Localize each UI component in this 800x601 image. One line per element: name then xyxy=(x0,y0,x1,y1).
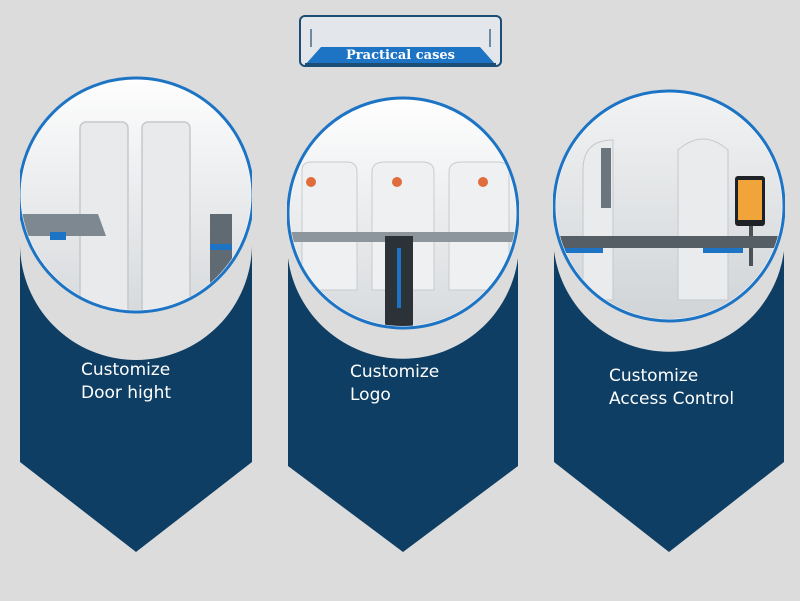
header-title: Practical cases xyxy=(346,48,455,63)
logo-gate-photo xyxy=(287,96,519,552)
case-title-line1: Customize xyxy=(81,360,171,380)
case-title-line1: Customize xyxy=(350,362,440,382)
case-title-line2: Logo xyxy=(350,385,391,405)
case-caption: Customize Access Control xyxy=(609,365,734,411)
section-header: Practical cases xyxy=(299,15,502,67)
case-title-line2: Door hight xyxy=(81,383,172,403)
case-title-line2: Access Control xyxy=(609,389,735,409)
case-caption: Customize Door hight xyxy=(81,359,171,405)
access-control-photo xyxy=(553,89,785,552)
case-title-line1: Customize xyxy=(609,366,699,386)
case-caption: Customize Logo xyxy=(350,361,439,407)
door-height-photo xyxy=(20,76,252,552)
header-ribbon xyxy=(305,29,496,65)
